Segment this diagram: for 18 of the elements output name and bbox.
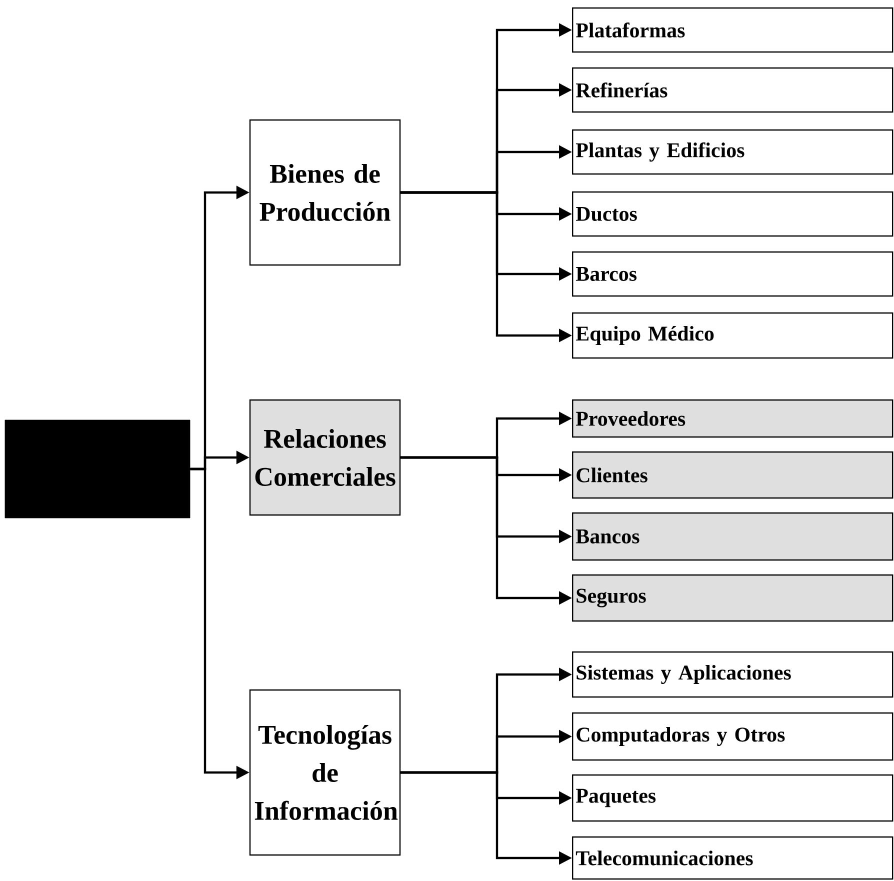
item-box: Bancos bbox=[572, 512, 894, 561]
item-box: Clientes bbox=[572, 451, 894, 499]
category-box: Tecnologías de Información bbox=[249, 689, 401, 856]
item-box: Plataformas bbox=[572, 7, 894, 53]
item-box: Ductos bbox=[572, 191, 894, 237]
item-box: Plantas y Edificios bbox=[572, 129, 894, 175]
root-box bbox=[4, 420, 190, 518]
item-box: Computadoras y Otros bbox=[572, 712, 894, 761]
item-box: Barcos bbox=[572, 251, 894, 297]
item-box: Refinerías bbox=[572, 67, 894, 113]
category-box: Bienes de Producción bbox=[249, 119, 401, 266]
item-box: Paquetes bbox=[572, 774, 894, 822]
item-box: Proveedores bbox=[572, 399, 894, 438]
item-box: Sistemas y Aplicaciones bbox=[572, 651, 894, 698]
item-box: Equipo Médico bbox=[572, 312, 894, 359]
category-box: Relaciones Comerciales bbox=[249, 399, 401, 516]
item-box: Telecomunicaciones bbox=[572, 836, 894, 880]
item-box: Seguros bbox=[572, 574, 894, 622]
